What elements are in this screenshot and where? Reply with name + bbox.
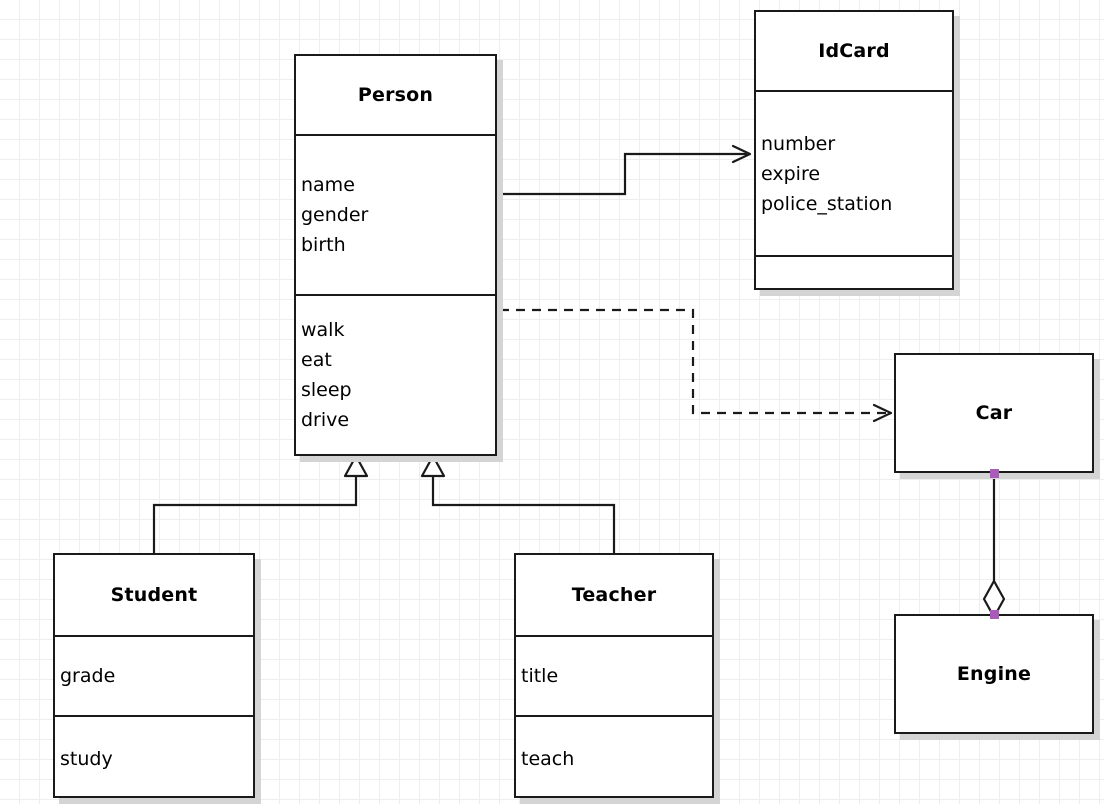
attribute-item: birth — [301, 234, 346, 256]
class-box-teacher[interactable]: Teacher title teach — [514, 553, 714, 798]
attribute-item: gender — [301, 204, 369, 226]
method-item: sleep — [301, 379, 352, 401]
class-name-person: Person — [357, 84, 434, 106]
methods-student: study — [55, 715, 253, 800]
class-box-student[interactable]: Student grade study — [53, 553, 255, 798]
class-name-car: Car — [975, 402, 1013, 424]
generalization-student-person[interactable] — [152, 454, 369, 553]
class-box-car[interactable]: Car — [894, 353, 1094, 473]
dependency-person-car[interactable] — [500, 308, 893, 423]
attribute-item: grade — [60, 665, 116, 687]
attributes-student: grade — [55, 635, 253, 715]
attribute-item: expire — [761, 162, 821, 185]
method-item: study — [60, 747, 113, 770]
attribute-item: number — [761, 132, 836, 155]
attribute-item: name — [301, 174, 355, 196]
class-box-person[interactable]: Person name gender birth walk eat sleep … — [294, 54, 497, 456]
methods-teacher: teach — [516, 715, 712, 800]
method-item: eat — [301, 349, 332, 371]
class-name-teacher: Teacher — [571, 584, 657, 606]
class-name-engine: Engine — [956, 663, 1032, 685]
class-name-idcard: IdCard — [818, 40, 890, 62]
method-item: drive — [301, 409, 350, 431]
methods-idcard — [756, 255, 952, 292]
association-person-idcard[interactable] — [497, 144, 752, 196]
attributes-teacher: title — [516, 635, 712, 715]
aggregation-car-engine[interactable] — [982, 473, 1006, 619]
class-name-student: Student — [110, 584, 198, 606]
attribute-item: police_station — [761, 192, 893, 215]
attributes-idcard: number expire police_station — [756, 90, 952, 255]
methods-person: walk eat sleep drive — [296, 294, 495, 454]
class-box-engine[interactable]: Engine — [894, 614, 1094, 734]
attributes-person: name gender birth — [296, 134, 495, 294]
attribute-item: title — [521, 665, 559, 687]
generalization-teacher-person[interactable] — [420, 454, 616, 553]
class-box-idcard[interactable]: IdCard number expire police_station — [754, 10, 954, 290]
method-item: walk — [301, 319, 345, 341]
method-item: teach — [521, 747, 575, 770]
